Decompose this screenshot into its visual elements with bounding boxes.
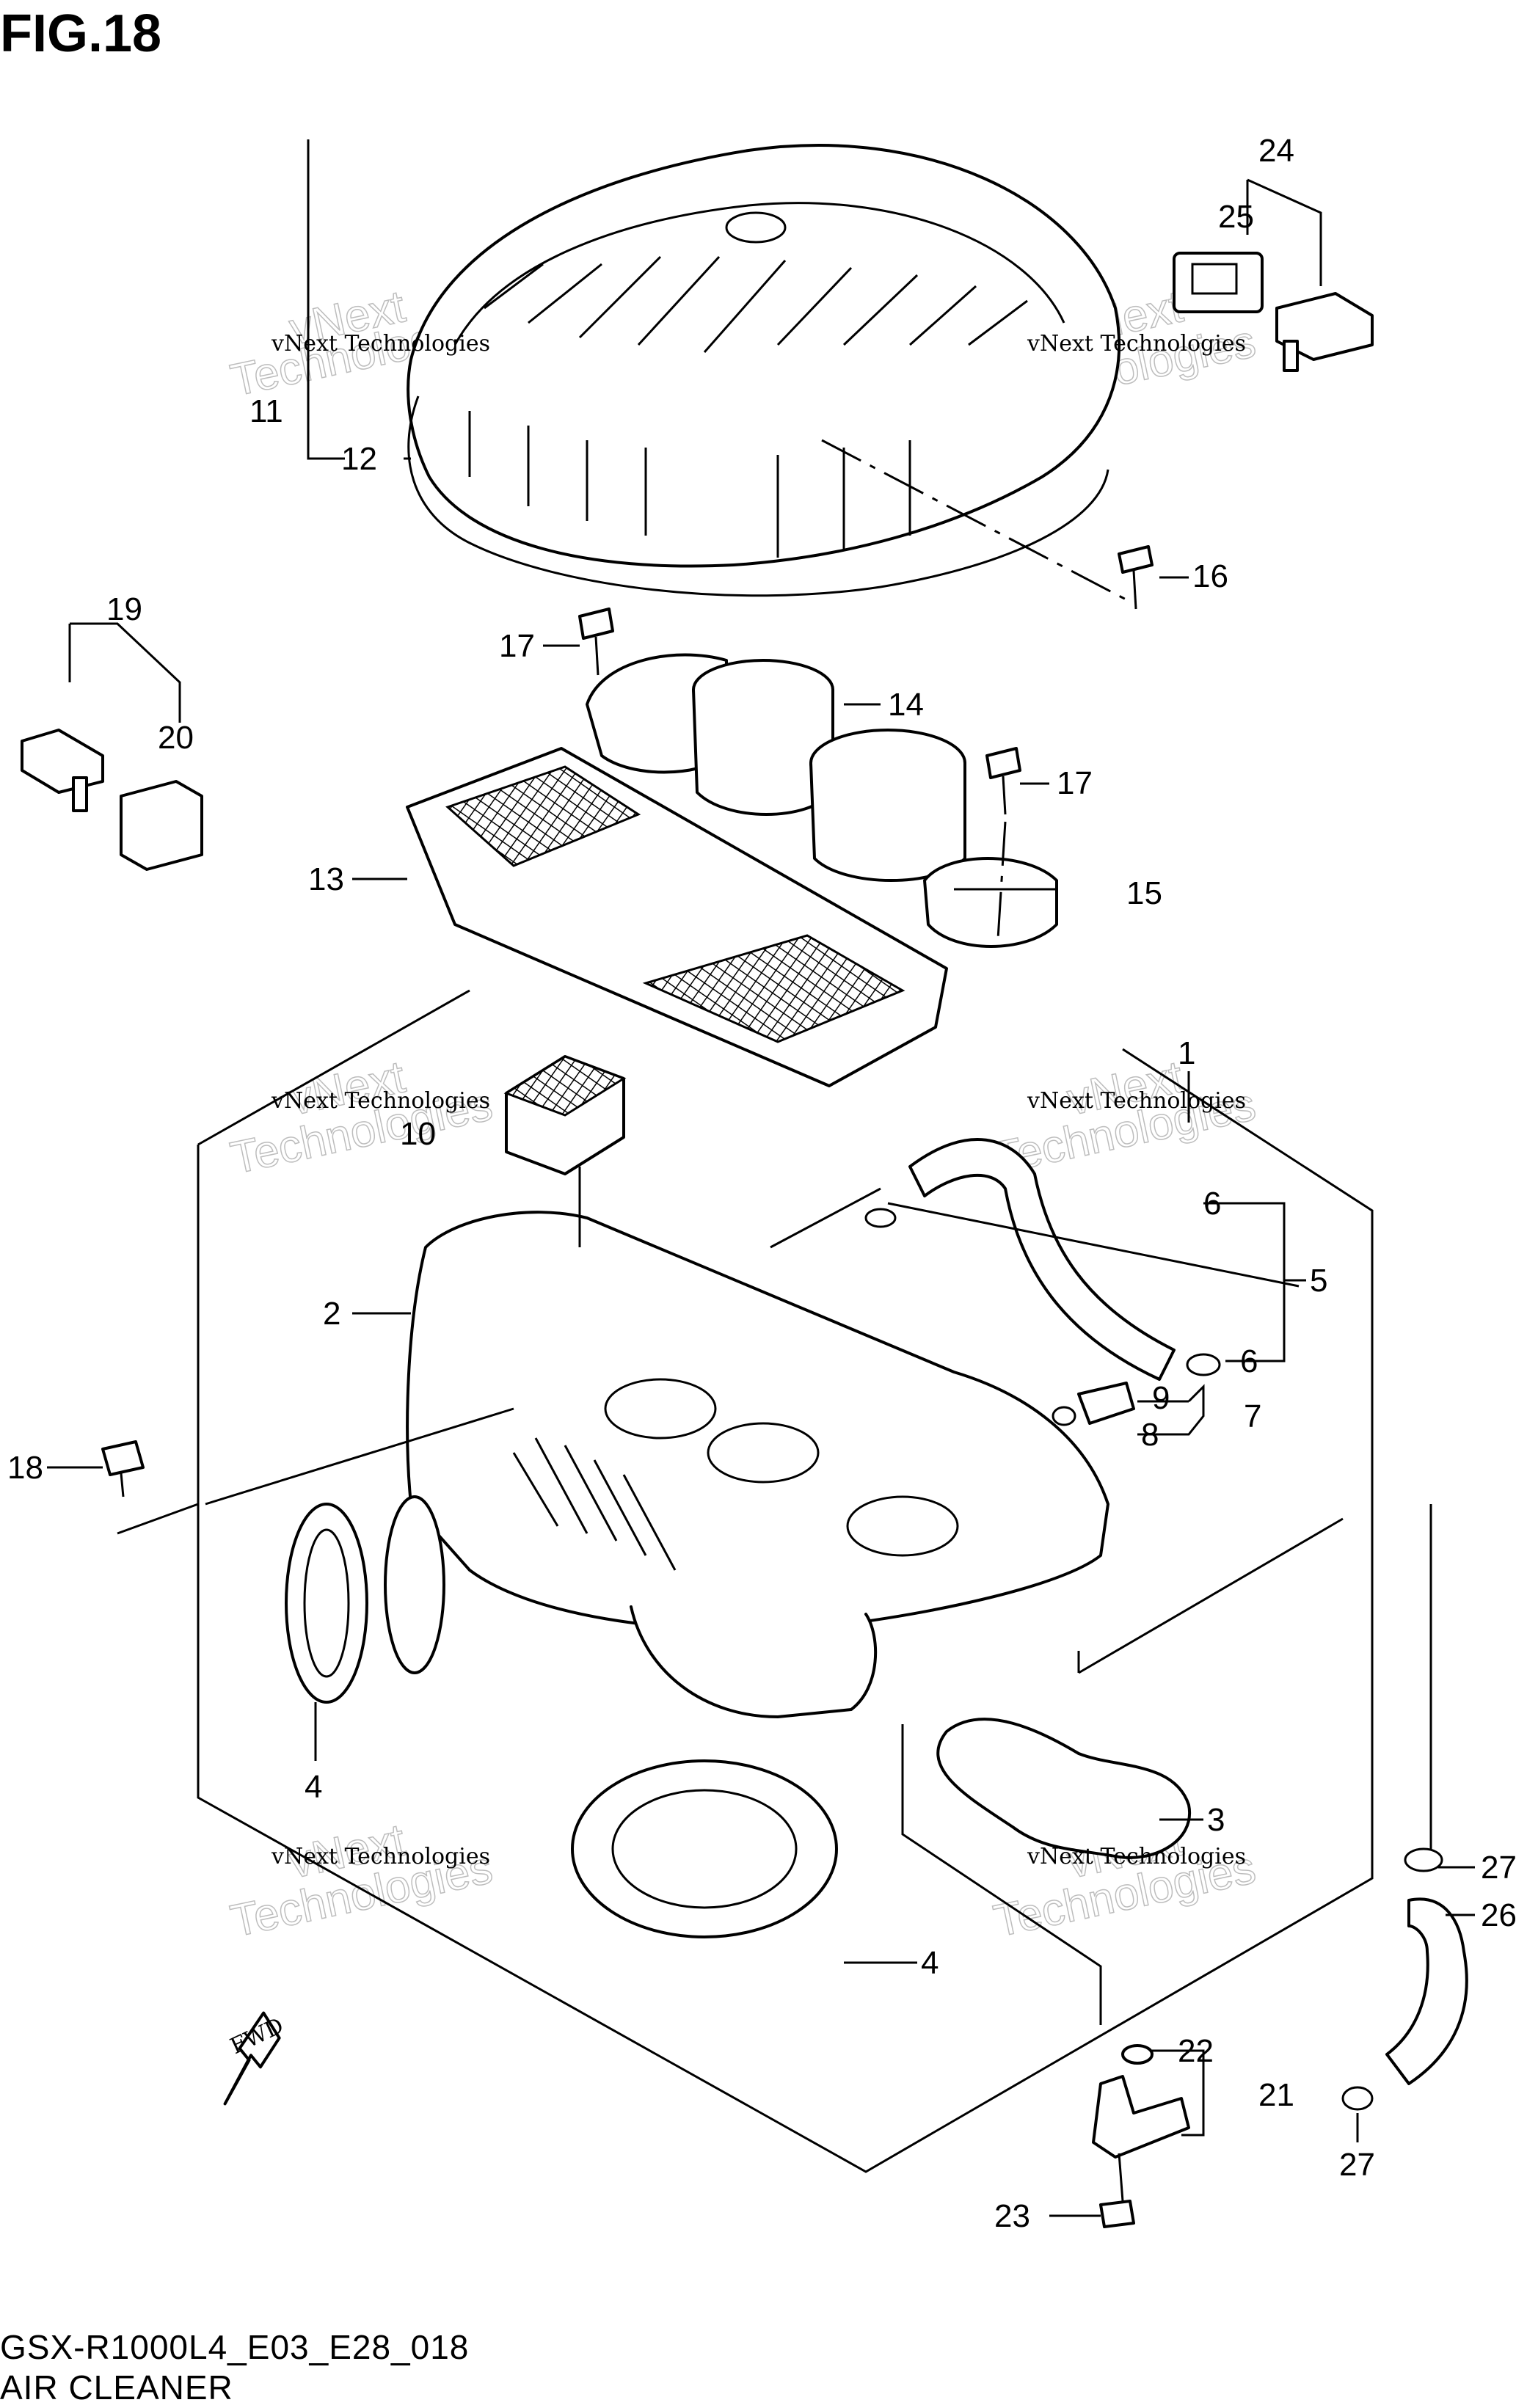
callout-23: 23 [994, 2198, 1030, 2234]
diagram-name: AIR CLEANER [0, 2368, 233, 2407]
drain-plug-drawing [1092, 2044, 1190, 2228]
callout-10: 10 [400, 1116, 436, 1152]
svg-text:vNext Technologies: vNext Technologies [1027, 1844, 1246, 1869]
callout-9: 9 [1152, 1380, 1170, 1416]
callout-22: 22 [1178, 2033, 1214, 2069]
figure-title: FIG.18 [0, 4, 161, 63]
hose-26-drawing [1341, 1847, 1468, 2111]
callout-12: 12 [341, 441, 377, 477]
svg-text:vNext Technologies: vNext Technologies [271, 331, 490, 357]
gasket-3-drawing [936, 1718, 1192, 1859]
callout-5: 5 [1310, 1263, 1327, 1299]
sensor-19-drawing [21, 729, 203, 871]
callout-4-left: 4 [305, 1769, 322, 1805]
callout-19: 19 [106, 591, 142, 627]
callout-2: 2 [323, 1296, 340, 1332]
hose-5-drawing [864, 1138, 1221, 1426]
callout-17-left: 17 [499, 628, 535, 664]
callout-8: 8 [1141, 1417, 1159, 1453]
callout-21: 21 [1258, 2077, 1294, 2113]
callout-14: 14 [888, 687, 924, 723]
leader-lines [47, 139, 1475, 2217]
callout-25: 25 [1218, 199, 1254, 235]
part-callouts: 1 2 3 4 4 5 6 6 7 8 9 10 11 12 13 14 15 … [7, 133, 1516, 2234]
callout-13: 13 [308, 861, 344, 897]
seal-4-drawing [285, 1495, 445, 1704]
intake-ducts-drawing [586, 653, 1058, 948]
callout-11: 11 [249, 393, 283, 429]
assembly-frame [117, 439, 1432, 2173]
diagram-code: GSX-R1000L4_E03_E28_018 [0, 2328, 469, 2366]
svg-text:vNext Technologies: vNext Technologies [271, 1088, 490, 1114]
sensor-24-drawing [1173, 252, 1374, 372]
screws-drawing [101, 545, 1154, 1497]
air-cleaner-case-drawing [406, 1211, 1109, 1938]
callout-3: 3 [1207, 1802, 1225, 1838]
callout-27-upper: 27 [1481, 1850, 1516, 1886]
svg-text:vNext Technologies: vNext Technologies [1027, 331, 1246, 357]
filter-element-drawing [406, 747, 948, 1087]
callout-20: 20 [158, 720, 194, 756]
sponge-10-drawing [503, 1055, 627, 1175]
callout-18: 18 [7, 1450, 43, 1486]
callout-4-right: 4 [921, 1945, 939, 1981]
callout-6-upper: 6 [1203, 1186, 1221, 1222]
air-cleaner-cap-drawing [407, 144, 1121, 597]
callout-26: 26 [1481, 1897, 1516, 1933]
callout-16: 16 [1192, 558, 1228, 594]
watermark-labels: vNext Technologies vNext Technologies vN… [271, 331, 1246, 1869]
callout-1: 1 [1178, 1035, 1195, 1071]
callout-24: 24 [1258, 133, 1294, 169]
svg-text:vNext Technologies: vNext Technologies [271, 1844, 490, 1869]
callout-27-lower: 27 [1339, 2147, 1375, 2183]
callout-15: 15 [1126, 875, 1162, 911]
callout-7: 7 [1244, 1398, 1261, 1434]
callout-6-lower: 6 [1240, 1343, 1258, 1379]
callout-17-right: 17 [1057, 765, 1093, 801]
fwd-direction-badge: FWD [223, 2011, 288, 2106]
svg-text:vNext Technologies: vNext Technologies [1027, 1088, 1246, 1114]
